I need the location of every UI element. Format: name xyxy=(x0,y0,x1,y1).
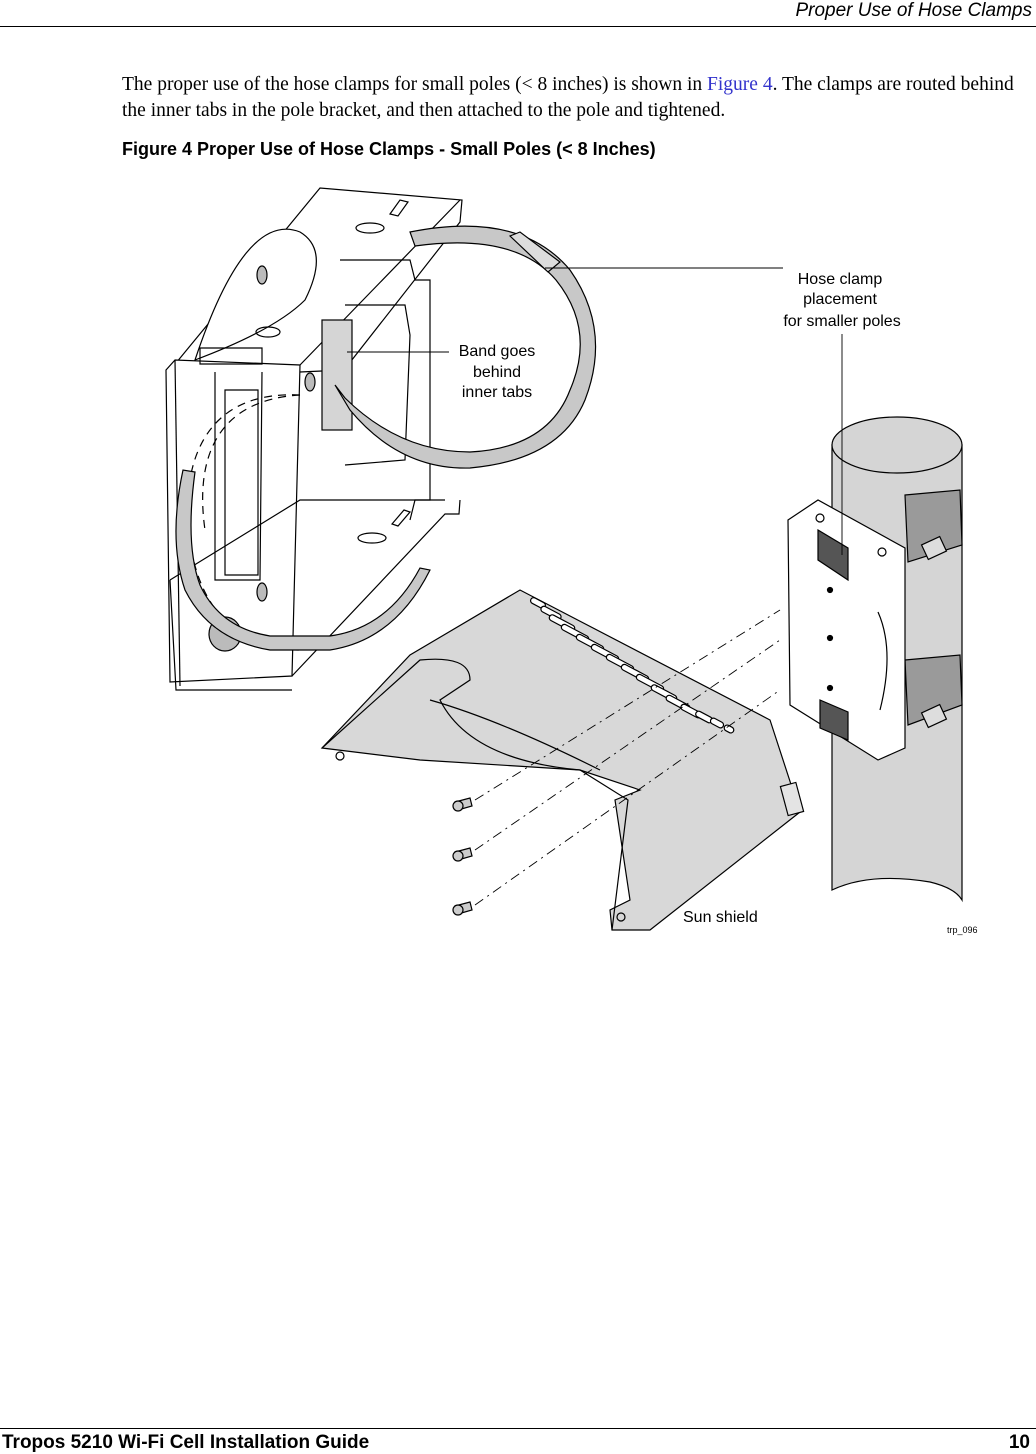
mounting-screws-drawing xyxy=(452,609,781,916)
hose-clamp-band-drawing xyxy=(175,225,597,651)
sun-shield-drawing xyxy=(320,589,805,931)
label-hose-clamp-line-2: placement xyxy=(803,291,877,308)
callout-leaders xyxy=(347,267,843,555)
label-band-line-2: behind xyxy=(473,364,521,381)
hose-clamp-figure: Hose clamp placement for smaller poles B… xyxy=(165,187,978,935)
label-band-line-3: inner tabs xyxy=(462,384,532,401)
label-sun-shield: Sun shield xyxy=(683,909,758,926)
figure-cross-reference-link[interactable]: Figure 4 xyxy=(707,74,773,95)
label-hose-clamp-line-3: for smaller poles xyxy=(783,313,900,330)
footer-page-number: 10 xyxy=(1008,1432,1030,1453)
label-hose-clamp-line-1: Hose clamp xyxy=(798,271,883,288)
figure-caption: Figure 4 Proper Use of Hose Clamps - Sma… xyxy=(122,139,656,159)
para-text-before: The proper use of the hose clamps for sm… xyxy=(122,74,708,95)
label-band-line-1: Band goes xyxy=(459,343,536,360)
para-text-after: . The clamps are routed behind the inner… xyxy=(122,74,1014,121)
page-header-title: Proper Use of Hose Clamps xyxy=(795,0,1032,21)
header-rule xyxy=(0,26,1036,27)
body-paragraph: The proper use of the hose clamps for sm… xyxy=(122,72,1030,124)
pole-drawing xyxy=(787,416,963,903)
footer-rule xyxy=(0,1428,1036,1429)
drawing-id-label: trp_096 xyxy=(947,925,978,935)
footer-guide-title: Tropos 5210 Wi-Fi Cell Installation Guid… xyxy=(2,1432,370,1453)
